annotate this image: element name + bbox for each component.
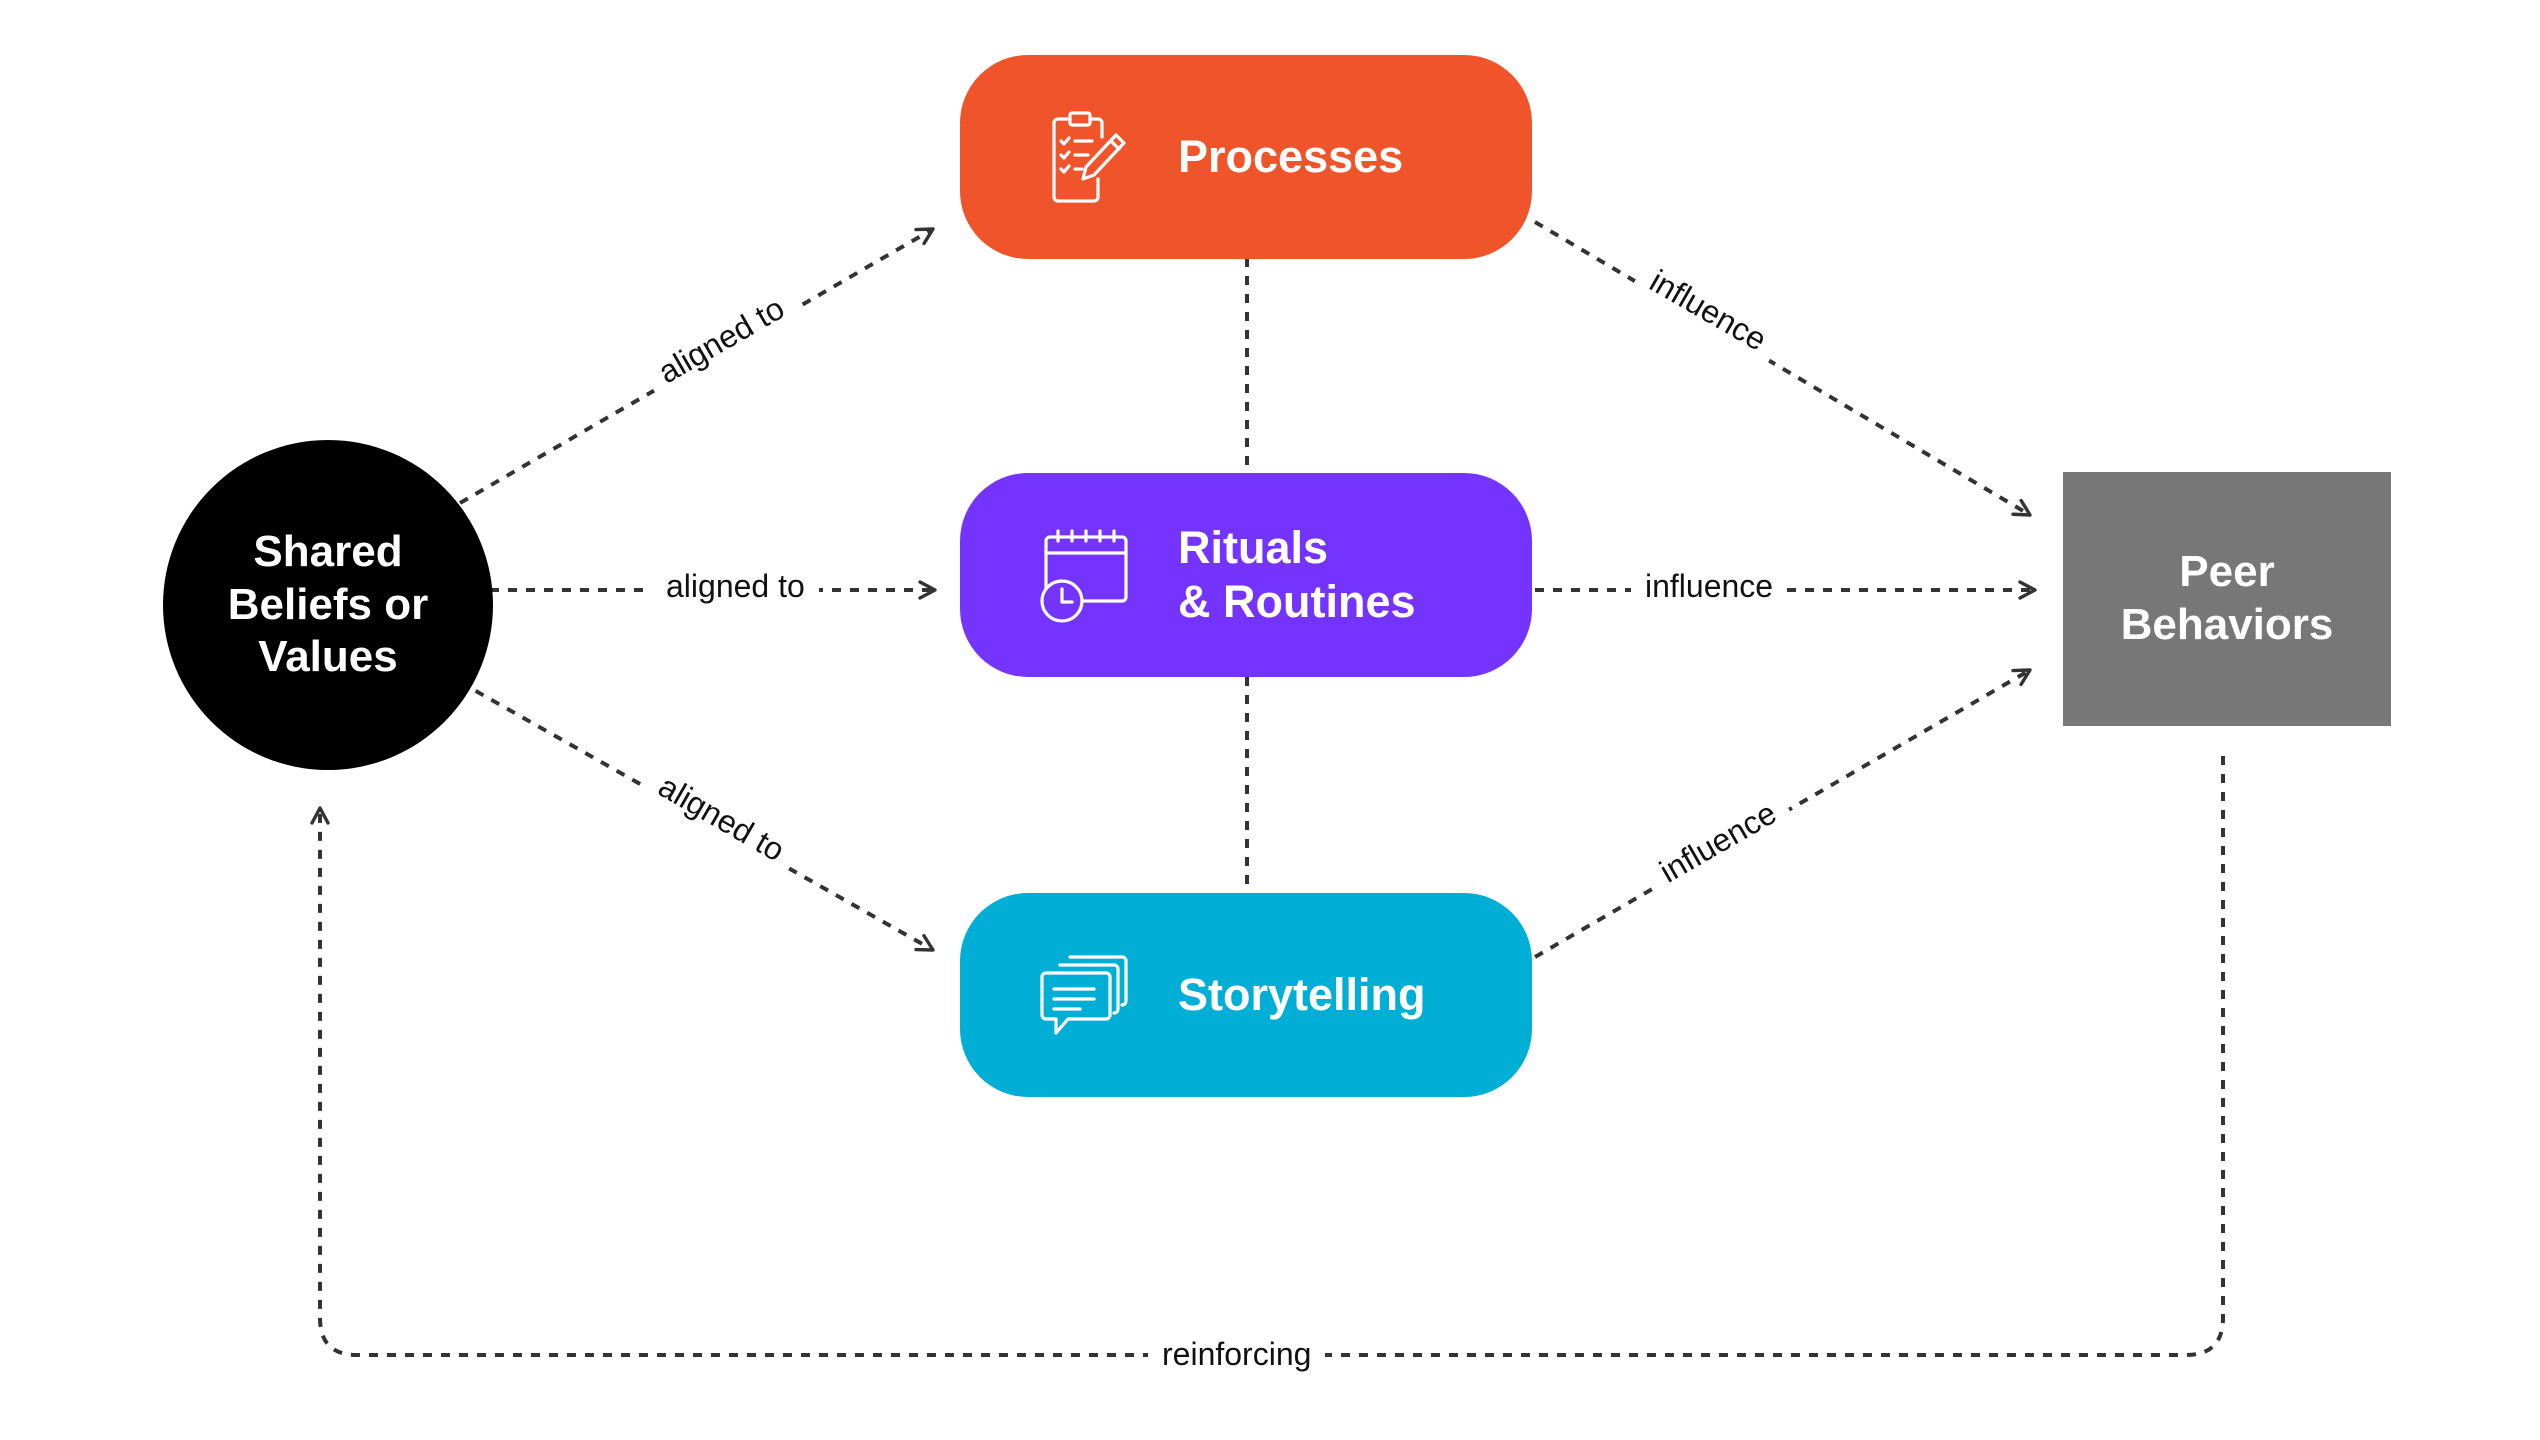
edge-influence-bottom <box>1533 668 2032 959</box>
node-processes-label: Processes <box>1178 131 1404 182</box>
node-rituals-line1: Rituals <box>1178 522 1329 573</box>
node-peer-behaviors: Peer Behaviors <box>2063 472 2391 726</box>
speech-bubbles-icon <box>1040 955 1128 1035</box>
node-shared-beliefs-line3: Values <box>258 632 398 682</box>
calendar-clock-icon <box>1040 529 1128 623</box>
node-shared-beliefs: Shared Beliefs or Values <box>163 440 493 770</box>
node-shared-beliefs-line1: Shared <box>253 526 403 576</box>
node-peer-line2: Behaviors <box>2120 600 2334 649</box>
node-storytelling-label: Storytelling <box>1178 969 1426 1020</box>
node-shared-beliefs-line2: Beliefs or <box>227 579 429 629</box>
clipboard-checklist-pencil-icon <box>1052 111 1126 203</box>
node-storytelling: Storytelling <box>960 893 1532 1097</box>
node-processes: Processes <box>960 55 1532 259</box>
node-rituals-routines: Rituals & Routines <box>960 473 1532 677</box>
label-aligned-mid: aligned to <box>652 568 819 605</box>
node-rituals-line2: & Routines <box>1178 576 1416 627</box>
node-peer-line1: Peer <box>2179 547 2275 597</box>
edge-influence-top <box>1533 220 2032 517</box>
label-influence-mid: influence <box>1631 568 1788 605</box>
node-rituals-label: Rituals & Routines <box>1178 521 1416 629</box>
label-reinforcing: reinforcing <box>1148 1336 1326 1373</box>
